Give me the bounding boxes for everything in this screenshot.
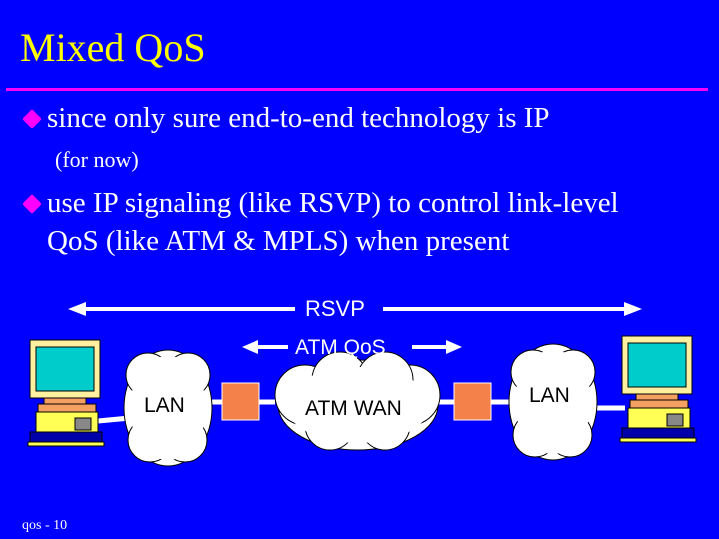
right-computer-icon <box>619 335 697 443</box>
left-lan-label: LAN <box>144 394 185 417</box>
rsvp-label: RSVP <box>305 296 365 321</box>
left-lan-cloud <box>123 349 213 467</box>
bullet-1-subtext: (for now) <box>55 147 139 172</box>
atm-wan-cloud <box>274 351 441 451</box>
left-atm-switch <box>221 382 260 421</box>
rsvp-arrow <box>68 302 642 316</box>
slide-title: Mixed QoS <box>20 25 206 70</box>
bullet-2-text-line2: QoS (like ATM & MPLS) when present <box>47 225 510 257</box>
right-atm-switch <box>453 382 492 421</box>
right-lan-cloud <box>508 343 598 461</box>
slide-number: qos - 10 <box>22 518 68 533</box>
atm-wan-label: ATM WAN <box>305 397 402 420</box>
atm-qos-label: ATM QoS <box>295 336 386 359</box>
bullet-1-text: since only sure end-to-end technology is… <box>47 102 550 134</box>
left-computer-icon <box>27 339 105 447</box>
bullet-2-text: use IP signaling (like RSVP) to control … <box>47 187 619 219</box>
atm-qos-arrow <box>242 340 462 354</box>
title-divider <box>6 88 708 91</box>
right-lan-label: LAN <box>529 384 570 407</box>
